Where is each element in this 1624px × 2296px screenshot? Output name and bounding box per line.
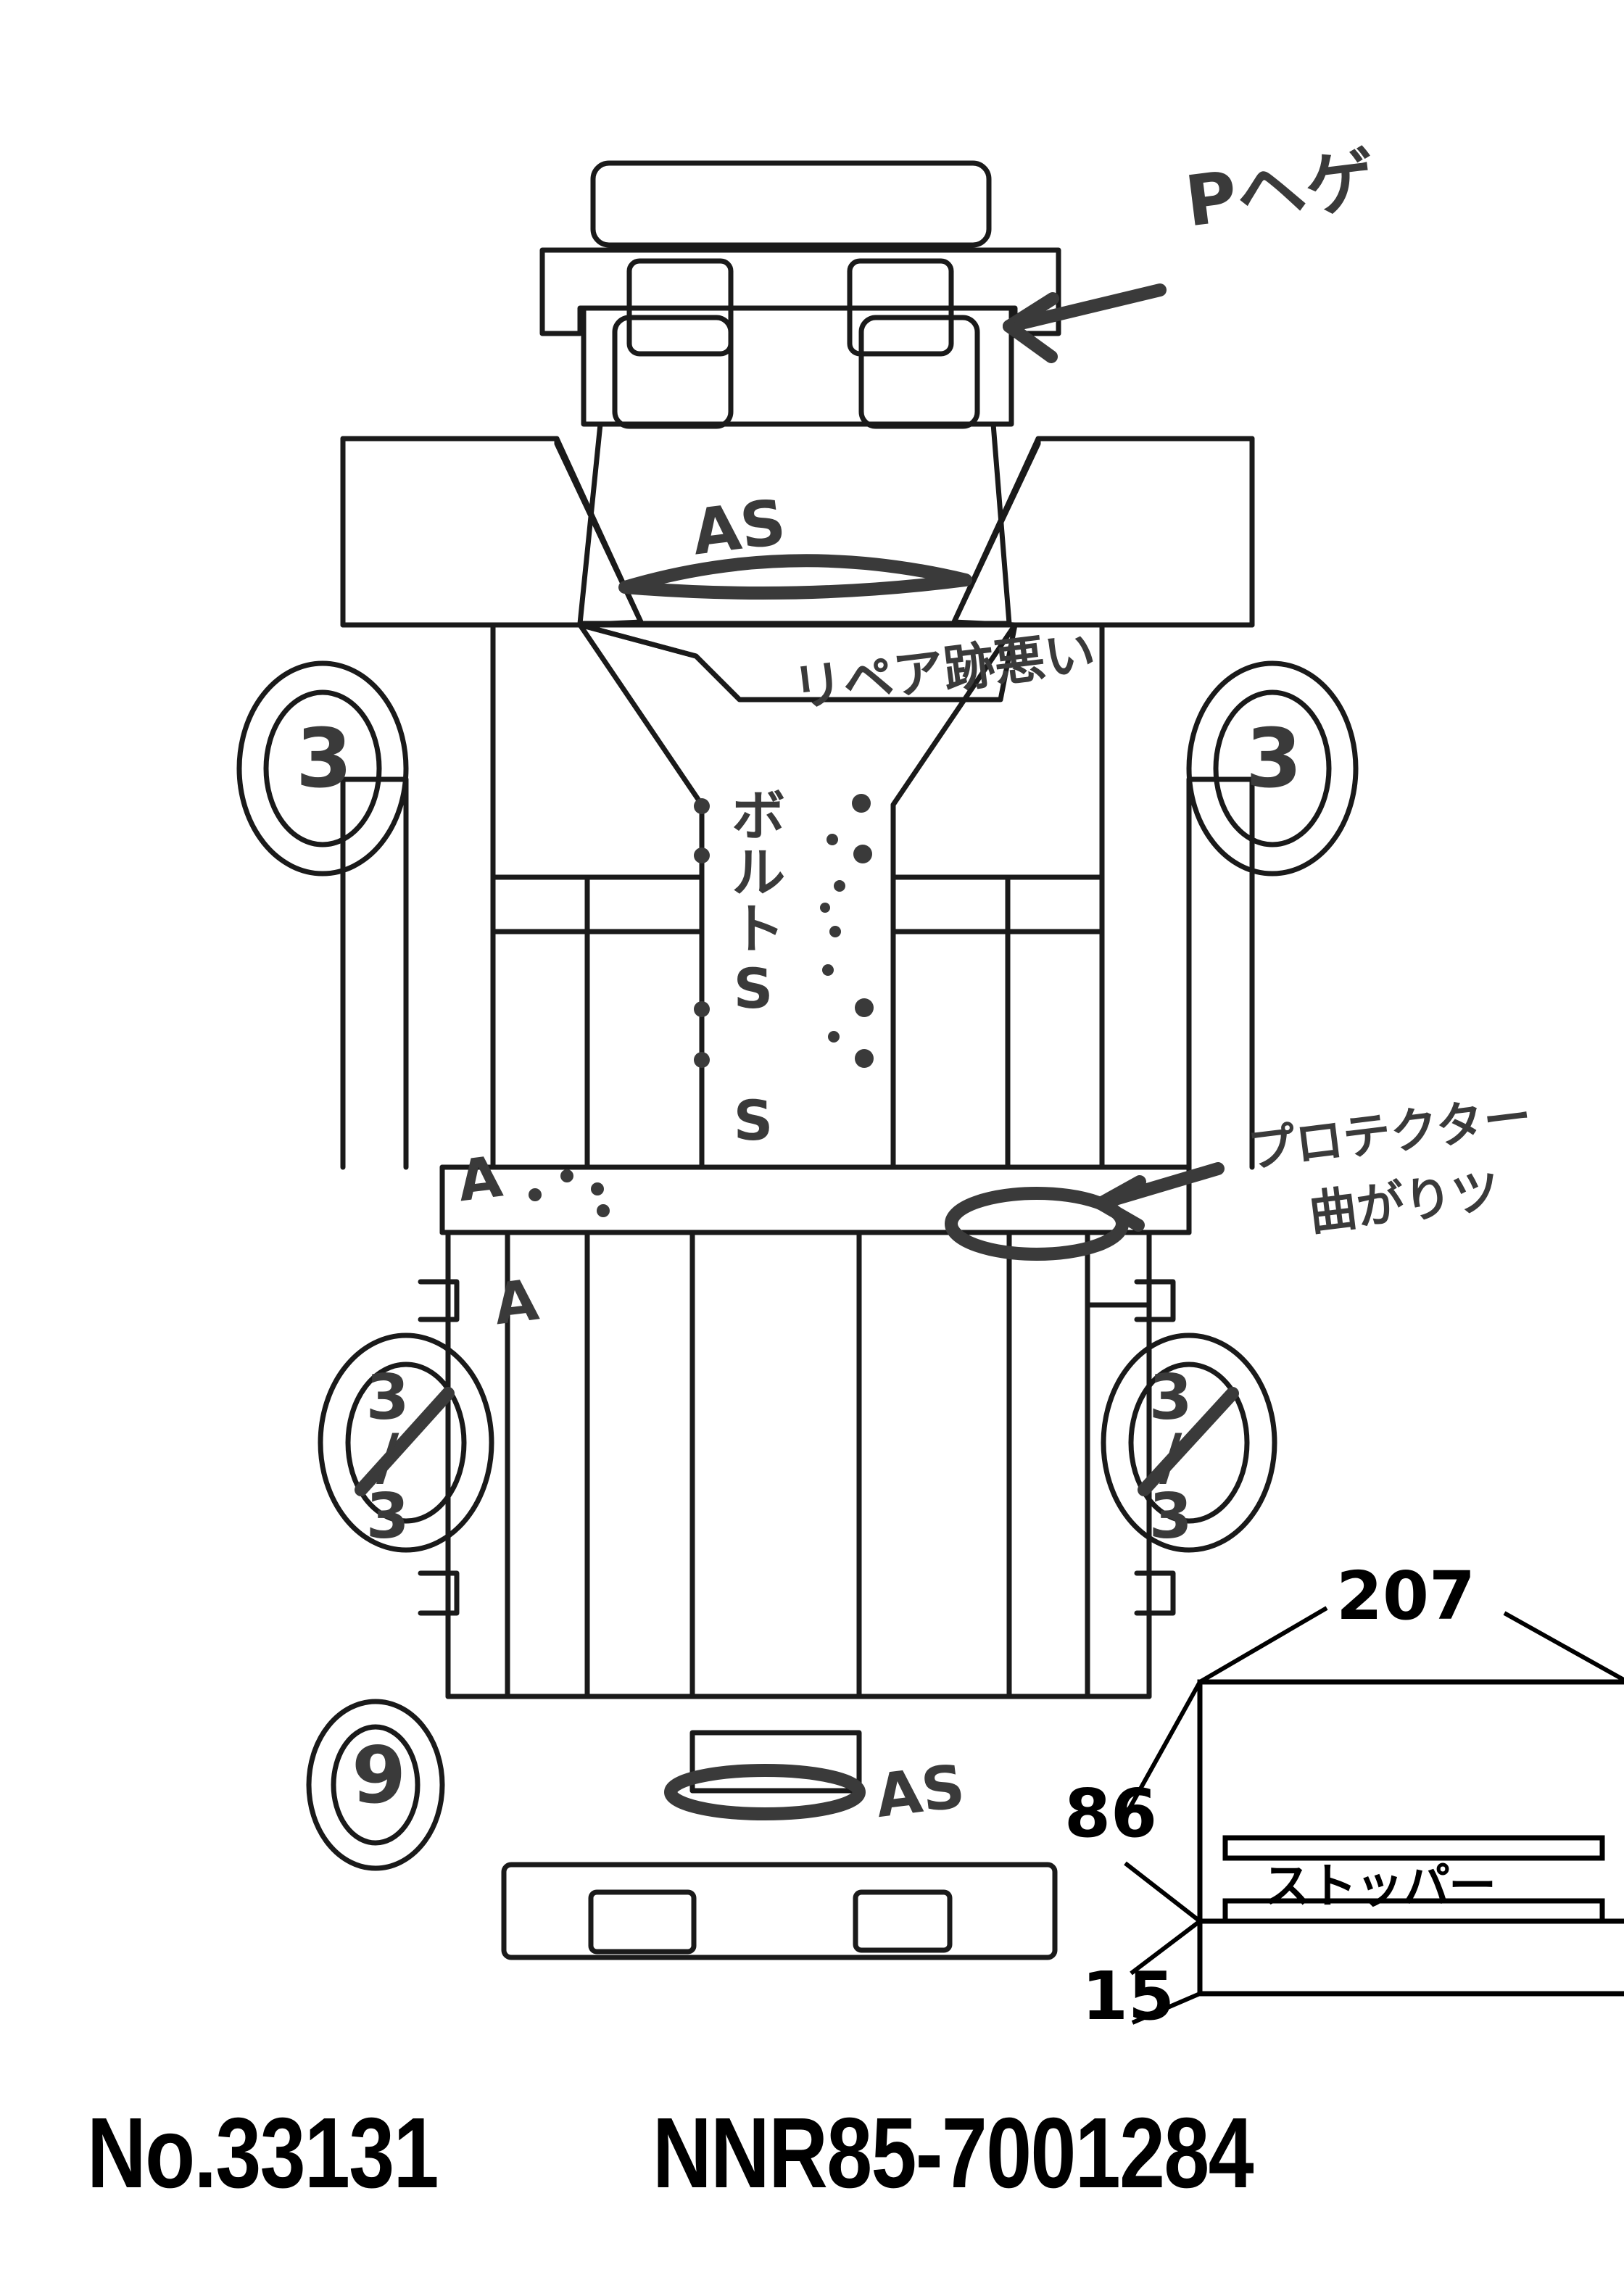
bottom-bumper (501, 1862, 1058, 1960)
slash-right-rear (1138, 1387, 1239, 1496)
arrow-to-upper-bumper (1003, 283, 1167, 363)
front-panel (577, 622, 1018, 703)
annotation-hood-as: AS (688, 486, 790, 570)
wheel-arch-right-front (1186, 660, 1359, 876)
bottom-center-rail (689, 1730, 862, 1794)
footer: No.33131 NNR85-7001284 (0, 2081, 1624, 2226)
lower-bumper-plate (581, 305, 1014, 429)
footer-number: No.33131 (87, 2097, 439, 2209)
dimension-leaders (1123, 1606, 1624, 2025)
annotation-bottom-as: AS (871, 1752, 969, 1832)
panel-dot-markers (529, 1169, 610, 1217)
hood-scratch-ellipse (618, 554, 972, 600)
detail-height-label: 86 (1064, 1775, 1158, 1852)
annotation-panel-a-lower: A (490, 1267, 542, 1338)
circle-mark-right-front: 3 (1246, 712, 1302, 806)
annotation-panel-a-upper: A (454, 1144, 506, 1215)
footer-code: NNR85-7001284 (652, 2097, 1254, 2209)
bolt-dot-markers (694, 794, 874, 1068)
top-roof-bar (590, 160, 992, 248)
circle-mark-left-front: 3 (296, 712, 352, 806)
upper-body-dividers (490, 874, 1105, 1170)
side-panels (340, 776, 1255, 1170)
hand-annotation-strokes (355, 283, 1239, 1820)
circle-mark-left-rear-top: 3/3 (351, 1362, 424, 1540)
wheel-arch-right-rear (1101, 1279, 1277, 1616)
detail-width-label: 207 (1336, 1557, 1476, 1635)
circle-mark-bottom-left: 9 (352, 1731, 407, 1821)
annotation-bolt-note: ボルトS S (721, 787, 786, 1154)
detail-part-label: ストッパー (1263, 1858, 1496, 1914)
stopper-detail-box (1197, 1679, 1624, 1997)
circle-mark-right-rear-top: 3/3 (1134, 1362, 1207, 1540)
left-fender-bevel (554, 436, 644, 625)
lower-left-step (1085, 1302, 1152, 1366)
bottom-scratch-ellipse (664, 1764, 866, 1820)
wheel-arch-left-rear (318, 1279, 494, 1616)
lower-body-rails (445, 1230, 1152, 1699)
mark-circle-nine (306, 1699, 445, 1871)
protector-ellipse (945, 1187, 1129, 1261)
wheel-arch-left-front (236, 660, 409, 876)
arrow-to-protector (1094, 1162, 1225, 1232)
slash-left-rear (355, 1387, 455, 1496)
upper-bumper-plate (539, 247, 1061, 357)
main-body-core (490, 622, 1105, 1170)
detail-base-label: 15 (1082, 1957, 1175, 2035)
right-fender-bevel (951, 436, 1041, 625)
